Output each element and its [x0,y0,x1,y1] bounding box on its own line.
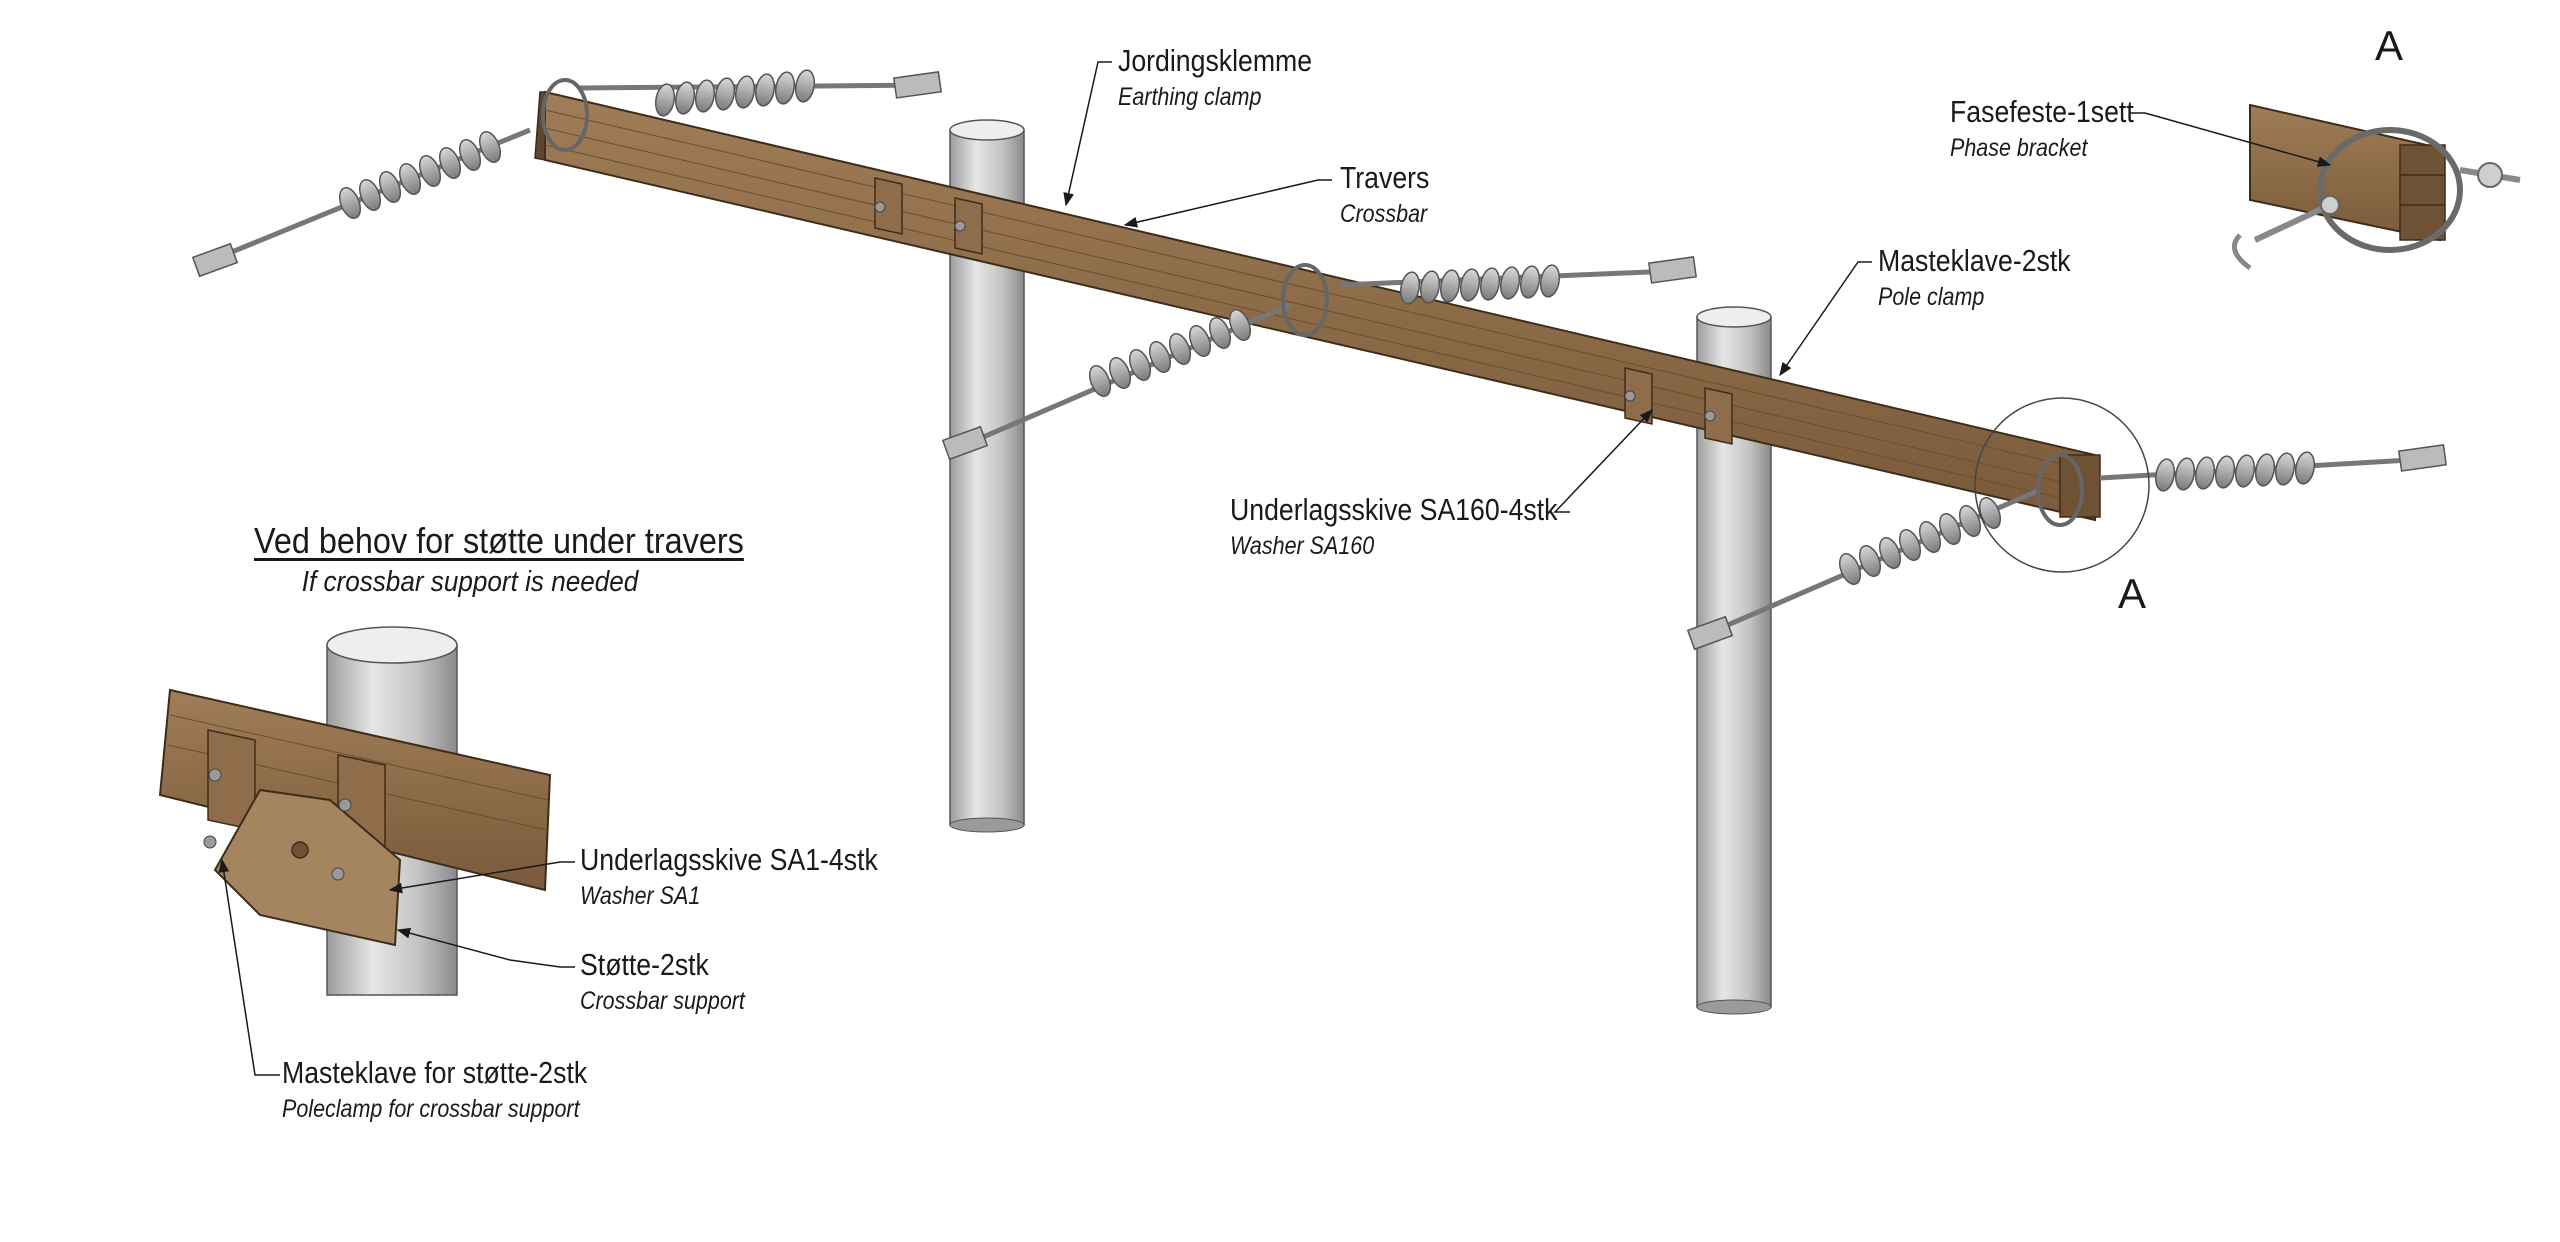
crossbar-label: Travers Crossbar [1340,160,1430,228]
support-detail-view [158,626,552,996]
support-note-heading: Ved behov for støtte under travers If cr… [254,520,744,598]
phase-bracket-loops [541,78,2084,527]
pole-clamp-support-label: Masteklave for støtte-2stk Poleclamp for… [282,1055,588,1123]
washer-sa160-label: Underlagsskive SA160-4stk Washer SA160 [1230,492,1558,560]
bolts [874,201,1716,422]
insulator-strings [191,69,2448,651]
detail-a-view [2231,103,2521,271]
phase-bracket-label: Fasefeste-1sett Phase bracket [1950,94,2134,162]
pole-clamp-label: Masteklave-2stk Pole clamp [1878,243,2071,311]
leader-lines [218,61,2332,1076]
washer-sa1-label: Underlagsskive SA1-4stk Washer SA1 [580,842,878,910]
crossbar-support-label: Støtte-2stk Crossbar support [580,947,745,1015]
detail-a-circle [1974,397,2150,573]
detail-a-callout: A [2118,570,2147,617]
detail-a-title: A [2375,22,2404,69]
crossbar [534,90,2101,522]
earthing-clamp-label: Jordingsklemme Earthing clamp [1118,43,1313,111]
